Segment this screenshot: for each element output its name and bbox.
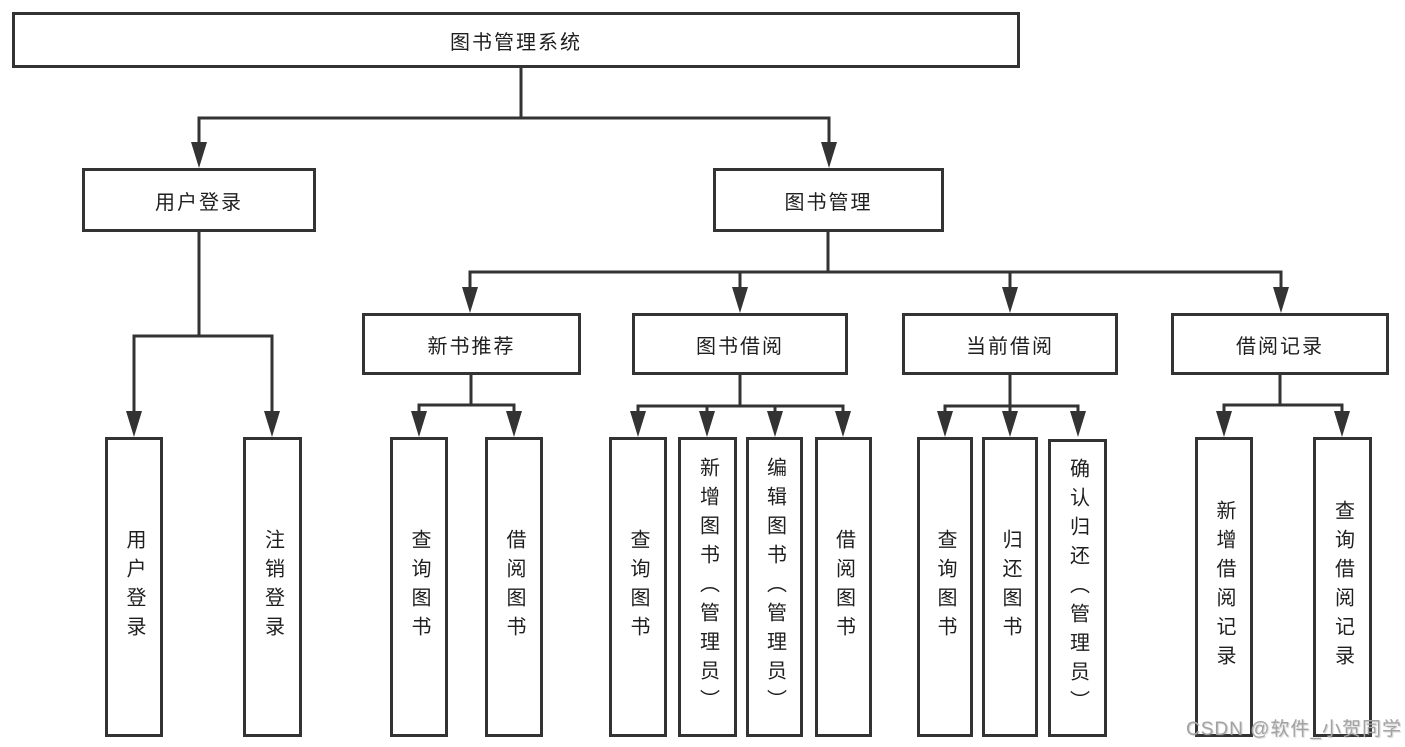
node-leaf-nbr-query-books: 查询图书: [390, 437, 448, 737]
node-leaf-nbr-borrow-books-label: 借阅图书: [503, 529, 525, 645]
node-leaf-cb-query-books: 查询图书: [917, 437, 973, 737]
node-current-borrowing-label: 当前借阅: [966, 335, 1054, 358]
node-leaf-logout-label: 注销登录: [261, 529, 284, 645]
arrow-down-icon: [732, 287, 748, 313]
arrow-down-icon: [1273, 287, 1289, 313]
node-leaf-cb-confirm-return-admin-label: 确认归还（管理员）: [1066, 457, 1089, 719]
node-leaf-nbr-borrow-books: 借阅图书: [485, 437, 543, 737]
arrow-down-icon: [937, 411, 953, 437]
node-leaf-br-query-record: 查询借阅记录: [1313, 437, 1372, 737]
arrow-down-icon: [126, 411, 142, 437]
node-book-management-label: 图书管理: [784, 191, 873, 214]
arrow-down-icon: [462, 287, 478, 313]
arrow-down-icon: [630, 411, 646, 437]
node-leaf-cb-return-books-label: 归还图书: [999, 529, 1021, 645]
arrow-down-icon: [264, 411, 280, 437]
connector-br-bracket: [1222, 403, 1344, 418]
arrow-down-icon: [835, 411, 851, 437]
connector-bb-bracket: [636, 404, 845, 418]
node-leaf-bb-edit-books-admin-label: 编辑图书（管理员）: [763, 456, 786, 718]
node-leaf-bb-query-books-label: 查询图书: [627, 529, 649, 645]
node-root: 图书管理系统: [12, 12, 1020, 68]
node-leaf-logout: 注销登录: [243, 437, 302, 737]
arrow-down-icon: [767, 411, 783, 437]
arrow-down-icon: [1334, 411, 1350, 437]
node-borrowing-records: 借阅记录: [1171, 313, 1389, 375]
node-leaf-bb-borrow-books-label: 借阅图书: [832, 529, 855, 645]
node-book-borrowing-label: 图书借阅: [696, 335, 784, 358]
connector-level2-bracket: [197, 116, 831, 150]
connector-level3-bracket: [468, 270, 1283, 294]
node-leaf-bb-query-books: 查询图书: [609, 437, 667, 737]
node-book-borrowing: 图书借阅: [632, 313, 848, 375]
node-leaf-bb-borrow-books: 借阅图书: [815, 437, 872, 737]
arrow-down-icon: [1002, 411, 1018, 437]
node-leaf-nbr-query-books-label: 查询图书: [408, 529, 430, 645]
node-new-book-recommendation: 新书推荐: [362, 313, 581, 375]
arrow-down-icon: [821, 142, 837, 168]
node-leaf-br-add-record-label: 新增借阅记录: [1213, 500, 1235, 674]
arrow-down-icon: [1216, 411, 1232, 437]
arrow-down-icon: [1070, 411, 1086, 437]
connector-nbr-bracket: [417, 403, 516, 418]
node-root-label: 图书管理系统: [450, 31, 582, 54]
connector-userlogin-bracket: [132, 334, 274, 418]
arrow-down-icon: [411, 411, 427, 437]
arrow-down-icon: [506, 411, 522, 437]
node-user-login: 用户登录: [82, 168, 316, 232]
node-leaf-user-login-label: 用户登录: [123, 529, 145, 645]
node-leaf-br-query-record-label: 查询借阅记录: [1331, 500, 1354, 674]
node-leaf-cb-query-books-label: 查询图书: [934, 529, 956, 645]
node-leaf-user-login: 用户登录: [105, 437, 163, 737]
node-leaf-bb-add-books-admin: 新增图书（管理员）: [678, 437, 737, 737]
arrow-down-icon: [699, 411, 715, 437]
csdn-watermark: CSDN @软件_小贺同学: [1186, 719, 1402, 740]
node-leaf-cb-confirm-return-admin: 确认归还（管理员）: [1048, 439, 1107, 737]
node-user-login-label: 用户登录: [155, 191, 243, 214]
arrowhead-icons: [126, 142, 1350, 437]
node-book-management: 图书管理: [713, 168, 944, 232]
node-leaf-bb-add-books-admin-label: 新增图书（管理员）: [696, 456, 719, 718]
node-new-book-recommendation-label: 新书推荐: [427, 335, 516, 358]
arrow-down-icon: [1002, 287, 1018, 313]
node-leaf-cb-return-books: 归还图书: [982, 437, 1038, 737]
node-leaf-br-add-record: 新增借阅记录: [1195, 437, 1253, 737]
node-leaf-bb-edit-books-admin: 编辑图书（管理员）: [746, 437, 803, 737]
node-borrowing-records-label: 借阅记录: [1236, 335, 1324, 358]
node-current-borrowing: 当前借阅: [902, 313, 1118, 375]
arrow-down-icon: [191, 142, 207, 168]
